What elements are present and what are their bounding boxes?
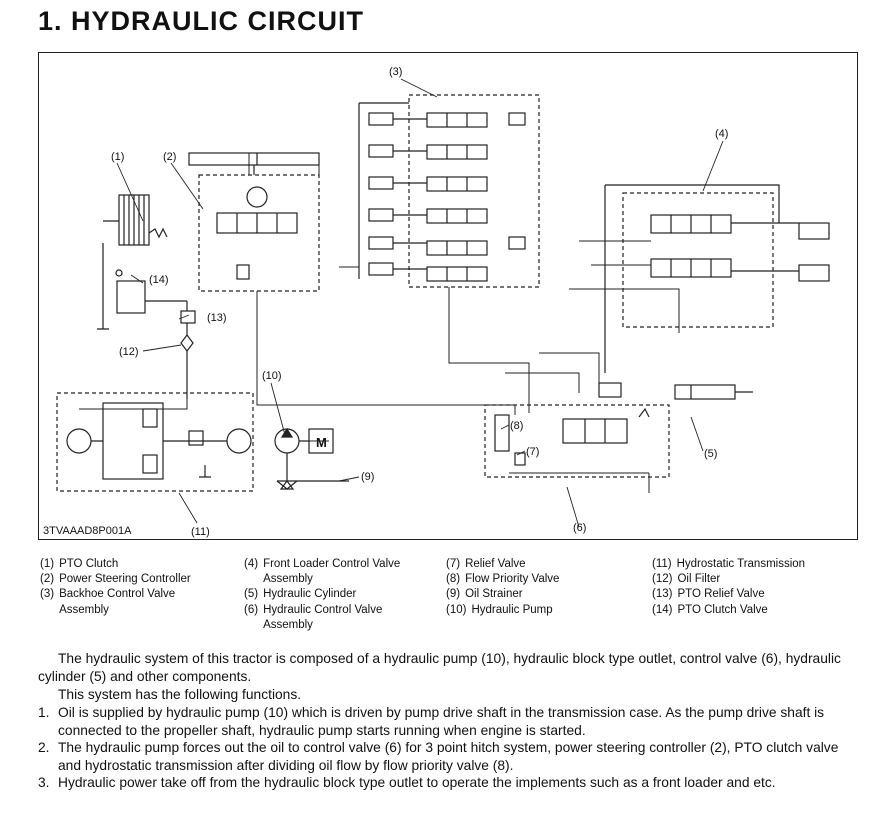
item-number: 1. [38, 705, 50, 720]
backhoe-valve-assembly [408, 94, 540, 288]
control-valve-internals [494, 382, 650, 466]
legend-label: PTO Clutch [59, 558, 119, 570]
front-loader-valve-assembly [622, 192, 774, 328]
pipework-lower [256, 291, 650, 493]
hydraulic-control-valve-assembly [484, 404, 670, 478]
legend-num: (3) [40, 588, 55, 601]
pipework-upper [79, 240, 680, 413]
front-loader-valve-spools [604, 184, 830, 373]
callout-6: (6) [573, 522, 586, 534]
callout-4: (4) [715, 128, 728, 140]
callout-9: (9) [361, 471, 374, 483]
legend-label: Oil Filter [677, 573, 721, 586]
legend-column-3: (7) Relief Valve (8) Flow Priority Valve (… [446, 557, 646, 618]
legend-label: Front Loader Control Valve Assembly [263, 558, 401, 586]
legend-label: PTO Clutch Valve [677, 603, 768, 616]
legend-num: (5) [244, 588, 259, 601]
legend-label: Hydrostatic Transmission [676, 558, 806, 570]
callout-13: (13) [207, 312, 227, 324]
backhoe-valve-spools [358, 102, 526, 282]
callout-1: (1) [111, 151, 124, 163]
list-item: 1. Oil is supplied by hydraulic pump (10)… [38, 704, 853, 739]
motor-label: M [316, 435, 327, 450]
legend-item: (3) Backhoe Control Valve Assembly [40, 587, 210, 617]
circuit-schematic: (3) (1) (2) (4) (14) (13) (12) (10) (8) … [56, 66, 830, 538]
legend-item: (7) Relief Valve [446, 557, 646, 572]
hydrostatic-transmission [56, 392, 254, 492]
oil-strainer [276, 480, 298, 490]
legend-item: (4) Front Loader Control Valve Assembly [244, 557, 429, 587]
callout-10: (10) [262, 370, 282, 382]
list-item: 3. Hydraulic power take off from the hydr… [38, 774, 853, 792]
steering-cylinder [188, 152, 320, 280]
oil-filter [180, 334, 194, 399]
legend-item: (6) Hydraulic Control Valve Assembly [244, 603, 429, 633]
legend-item: (10) Hydraulic Pump [446, 603, 646, 618]
page-title: 1. HYDRAULIC CIRCUIT [38, 6, 365, 36]
legend-item: (2) Power Steering Controller [40, 572, 240, 587]
legend-num: (14) [652, 603, 673, 616]
functions-intro: This system has the following functions. [58, 687, 302, 702]
legend-label: PTO Relief Valve [677, 588, 765, 601]
legend-num: (6) [244, 603, 259, 616]
callout-14: (14) [149, 274, 169, 286]
legend-label: Flow Priority Valve [465, 573, 560, 586]
legend-num: (11) [652, 558, 672, 570]
legend-item: (5) Hydraulic Cylinder [244, 587, 429, 602]
legend-item: (1) PTO Clutch [40, 557, 240, 572]
legend-num: (9) [446, 588, 461, 601]
legend-column-4: (11) Hydrostatic Transmission (12) Oil Fil… [652, 557, 872, 618]
callout-11: (11) [191, 526, 210, 538]
hydraulic-pump [274, 427, 349, 490]
item-text: Hydraulic power take off from the hydrau… [58, 775, 776, 791]
item-number: 2. [38, 740, 50, 756]
callout-5: (5) [704, 448, 717, 460]
legend-item: (8) Flow Priority Valve [446, 572, 646, 587]
hydraulic-cylinder [674, 384, 753, 400]
hst-internals [66, 402, 252, 480]
callout-7: (7) [526, 446, 539, 458]
intro-paragraph: The hydraulic system of this tractor is … [38, 651, 841, 684]
legend-item: (14) PTO Clutch Valve [652, 603, 872, 618]
legend-label: Power Steering Controller [59, 573, 191, 586]
pto-clutch [102, 194, 168, 321]
callout-12: (12) [119, 346, 139, 358]
legend-num: (8) [446, 573, 461, 586]
hydraulic-circuit-diagram: (3) (1) (2) (4) (14) (13) (12) (10) (8) … [38, 52, 858, 540]
pto-relief-valve [180, 301, 196, 335]
pto-clutch-valve [97, 269, 187, 330]
legend-num: (13) [652, 588, 673, 601]
legend-item: (11) Hydrostatic Transmission [652, 557, 872, 572]
callout-8: (8) [510, 420, 523, 432]
list-item: 2. The hydraulic pump forces out the oil … [38, 739, 853, 774]
legend-label: Oil Strainer [465, 588, 523, 601]
functions-list: 1. Oil is supplied by hydraulic pump (10)… [38, 704, 853, 792]
legend-num: (12) [652, 573, 673, 586]
callout-2: (2) [163, 151, 176, 163]
callout-3: (3) [389, 66, 402, 78]
legend-label: Hydraulic Control Valve Assembly [263, 603, 383, 631]
legend-num: (4) [244, 558, 259, 570]
legend-label: Relief Valve [465, 558, 526, 570]
legend-item: (9) Oil Strainer [446, 587, 646, 602]
diagram-code: 3TVAAAD8P001A [43, 525, 132, 537]
legend-label: Hydraulic Cylinder [263, 588, 357, 601]
legend-item: (12) Oil Filter [652, 572, 872, 587]
legend: (1) PTO Clutch (2) Power Steering Controll… [0, 557, 876, 637]
item-text: Oil is supplied by hydraulic pump (10) w… [58, 705, 825, 738]
legend-num: (10) [446, 603, 467, 616]
item-text: The hydraulic pump forces out the oil to… [58, 740, 839, 773]
item-number: 3. [38, 775, 50, 791]
legend-label: Backhoe Control Valve Assembly [59, 588, 176, 616]
legend-column-2: (4) Front Loader Control Valve Assembly (… [244, 557, 429, 633]
legend-item: (13) PTO Relief Valve [652, 587, 872, 602]
legend-num: (2) [40, 573, 55, 586]
legend-num: (7) [446, 558, 461, 570]
legend-label: Hydraulic Pump [471, 603, 553, 616]
legend-num: (1) [40, 558, 55, 570]
pipework-steering [248, 113, 360, 268]
legend-column-1: (1) PTO Clutch (2) Power Steering Controll… [40, 557, 240, 618]
power-steering-controller [198, 174, 320, 292]
